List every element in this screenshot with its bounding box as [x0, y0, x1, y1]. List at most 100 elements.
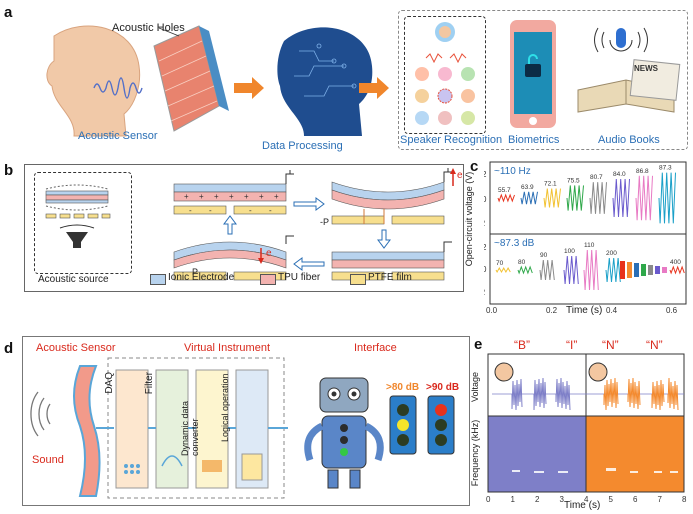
svg-text:+: +	[199, 192, 204, 201]
audio-books-caption: Audio Books	[598, 134, 660, 146]
panel-d-frame	[22, 336, 470, 506]
voltage-burst	[651, 379, 665, 411]
legend-ionic: Ionic Electrode	[168, 272, 235, 283]
sound-wave	[93, 77, 143, 99]
c-top-label: 80.7	[590, 174, 603, 181]
voltage-burst	[627, 377, 641, 410]
spectrogram-blue	[487, 415, 587, 493]
c-bottom-wave	[495, 266, 511, 274]
e-xtick: 5	[609, 495, 614, 504]
panel-d-label: d	[4, 340, 14, 357]
arrow-icon	[359, 77, 389, 99]
acoustic-sensor-caption: Acoustic Sensor	[78, 130, 158, 142]
voltage-burst	[667, 377, 679, 411]
voltage-burst	[555, 377, 571, 411]
c-xtick: 0.0	[486, 306, 498, 315]
c-bottom-label: 100	[564, 248, 575, 255]
c-top-label: 63.9	[521, 184, 534, 191]
biometrics-caption: Biometrics	[508, 134, 560, 146]
svg-text:-: -	[209, 206, 212, 215]
c-decay-bar	[620, 261, 625, 279]
d-logical: Logical operation	[220, 373, 230, 442]
electron-label-2: e	[266, 248, 272, 259]
c-bottom-label: 80	[518, 259, 526, 266]
voltage-wave	[492, 377, 684, 411]
c-ytick: -2	[484, 288, 486, 297]
e-xtick: 4	[584, 495, 589, 504]
c-decay-bar	[655, 266, 660, 274]
panel-c-label: c	[470, 158, 479, 175]
arrow-icon	[234, 77, 264, 99]
c-bottom-label: 200	[606, 250, 617, 257]
state-flat-top: +++++++ ----	[173, 170, 294, 215]
c-ylabel: Open-circuit voltage (V)	[464, 171, 474, 267]
d-db80: >80 dB	[386, 382, 420, 393]
e-xtick: 1	[511, 495, 516, 504]
c-bottom-label: 90	[540, 252, 548, 259]
c-bottom-wave	[539, 259, 555, 281]
d-interface: Interface	[354, 342, 397, 354]
c-xlabel: Time (s)	[566, 305, 603, 316]
e-xtick: 6	[633, 495, 638, 504]
data-processing-caption: Data Processing	[262, 140, 343, 152]
acoustic-source-box	[34, 172, 132, 274]
e-xtick: 7	[658, 495, 663, 504]
ai-head-icon	[277, 27, 373, 136]
e-letter-n2: “N”	[646, 338, 663, 352]
c-bottom-wave	[605, 257, 621, 283]
speaker-funnel-icon	[66, 232, 88, 248]
robot-icon	[304, 377, 384, 489]
phone-icon	[510, 20, 556, 128]
speaker-grid-box	[404, 16, 486, 134]
voltage-burst	[533, 377, 547, 411]
c-ytick: 2	[484, 243, 487, 252]
panel-b-label: b	[4, 162, 14, 179]
c-top-wave	[566, 185, 584, 211]
boy-avatar-icon	[494, 362, 514, 382]
spectrogram-orange	[585, 415, 685, 493]
voltage-burst	[511, 378, 523, 411]
svg-text:+: +	[244, 192, 249, 201]
voltage-burst	[603, 377, 619, 411]
c-bottom-label: 70	[496, 260, 504, 267]
c-top-label: 75.5	[567, 177, 580, 184]
c-top-label: 86.8	[636, 168, 649, 175]
svg-text:-: -	[189, 206, 192, 215]
c-bottom-label: 110	[584, 242, 595, 249]
c-decay-bar	[641, 264, 646, 276]
sensor-strip	[73, 365, 101, 497]
speaker-recognition-caption: Speaker Recognition	[400, 134, 503, 146]
panel-a-label: a	[4, 4, 13, 21]
svg-text:-: -	[249, 206, 252, 215]
e-letter-i: “I”	[566, 338, 578, 352]
svg-text:+: +	[274, 192, 279, 201]
c-decay-bar	[627, 262, 632, 278]
c-top-wave	[658, 172, 676, 224]
c-decay-bar	[648, 265, 653, 275]
applications-box	[398, 10, 688, 150]
e-voltage-label: Voltage	[470, 371, 480, 403]
e-xtick: 8	[682, 495, 687, 504]
audio-book-illustration	[577, 27, 681, 113]
c-ytick: 0	[484, 195, 487, 204]
human-head	[46, 25, 141, 137]
e-letter-b: “B”	[514, 338, 530, 352]
electron-label-1: e	[457, 170, 463, 181]
c-top-wave	[497, 193, 515, 203]
c-freq-label: ~110 Hz	[494, 166, 531, 177]
c-top-label: 84.0	[613, 171, 626, 178]
sound-arc-icon	[30, 391, 51, 437]
c-top-label: 87.3	[659, 165, 672, 172]
legend-swatch-ptfe	[350, 274, 366, 285]
c-top-wave	[612, 178, 630, 218]
e-xtick: 2	[535, 495, 540, 504]
c-bottom-wave	[563, 255, 579, 285]
c-bottom-wave	[669, 265, 685, 275]
c-ytick: -2	[484, 219, 486, 228]
p-label: P	[192, 267, 199, 277]
d-daq: DAQ	[104, 372, 115, 394]
c-top-wave	[589, 182, 607, 214]
